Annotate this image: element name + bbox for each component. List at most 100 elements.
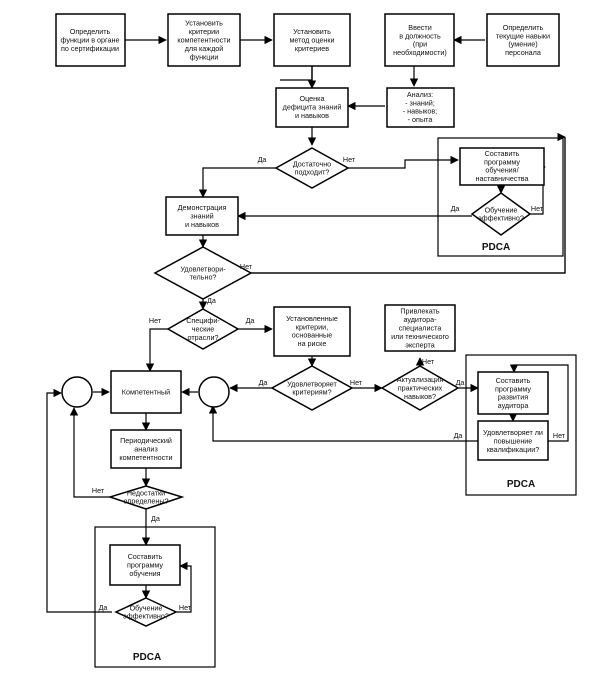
box-assess-gap <box>275 87 349 128</box>
meets-improvement-line: повышение <box>494 437 533 446</box>
periodic-analysis-line: анализ <box>134 445 158 454</box>
define-functions-line: Определить <box>70 27 111 36</box>
analysis-line: Анализ: <box>407 90 433 99</box>
box-engage-expert <box>384 304 456 352</box>
set-criteria-line: для каждой <box>185 44 224 53</box>
label-yes-sufficient: Да <box>258 155 267 164</box>
update-skills-line: Актуализация <box>397 375 444 384</box>
effective-1-line: Обучение <box>485 205 518 214</box>
text-satisfactory: Удовлетвори-тельно? <box>180 264 226 281</box>
meets-criteria-line: критериям? <box>292 388 331 397</box>
specific-line: отрасли? <box>188 333 219 342</box>
label-yes-specific: Да <box>246 316 255 325</box>
diamond-meets-criteria <box>270 365 354 411</box>
introduce-position-line: (при <box>413 40 427 49</box>
pdca-frame-3 <box>94 526 216 668</box>
make-program-2-line: программу <box>127 561 163 570</box>
risk-criteria-line: на риске <box>298 339 327 348</box>
risk-criteria-line: Установленные <box>286 314 338 323</box>
make-program-1-line: Составить <box>485 149 520 158</box>
box-define-functions <box>55 13 126 67</box>
demonstrate-line: знаний <box>190 212 213 221</box>
box-make-program-2 <box>109 544 181 586</box>
engage-expert-line: Привлекать <box>400 307 439 316</box>
update-skills-line: практических <box>398 384 443 393</box>
box-demonstrate <box>165 196 239 236</box>
label-no-gaps-found: Нет <box>92 486 105 495</box>
introduce-position-line: необходимости) <box>393 48 447 57</box>
analysis-line: - навыков; <box>403 107 437 116</box>
box-set-criteria <box>167 13 241 67</box>
set-criteria-line: Установить <box>185 19 223 28</box>
meets-improvement-line: квалификации? <box>487 445 539 454</box>
make-program-2-line: обучения <box>129 569 160 578</box>
diamond-gaps-found <box>107 485 185 510</box>
label-no-meets-criteria: Нет <box>350 378 363 387</box>
satisfactory-line: тельно? <box>190 273 217 282</box>
label-yes-gaps-found: Да <box>151 514 160 523</box>
set-criteria-line: критерии <box>189 27 219 36</box>
demonstrate-line: и навыков <box>185 220 219 229</box>
label-no-sufficient: Нет <box>343 155 356 164</box>
box-meets-improvement <box>477 420 549 461</box>
diamond-effective-2 <box>114 597 178 627</box>
define-skills-line: Определить <box>503 23 544 32</box>
assess-gap-line: и навыков <box>295 111 329 120</box>
specific-line: ческие <box>192 325 215 334</box>
define-functions-line: функции в органе <box>61 36 120 45</box>
set-criteria-line: функции <box>190 52 219 61</box>
set-method-line: метод оценки <box>289 36 334 45</box>
box-risk-criteria <box>273 306 351 357</box>
meets-improvement-line: Удовлетворяет ли <box>483 428 543 437</box>
assess-gap-line: дефицита знаний <box>283 103 342 112</box>
box-analysis <box>386 87 455 128</box>
auditor-program-line: аудитора <box>498 401 529 410</box>
diamond-specific <box>166 308 240 350</box>
diamond-satisfactory <box>153 246 253 300</box>
auditor-program-line: программу <box>495 384 531 393</box>
box-periodic-analysis <box>110 429 182 469</box>
engage-expert-line: специалиста <box>399 324 442 333</box>
periodic-analysis-line: компетентности <box>119 453 172 462</box>
junction-circle-left <box>61 376 93 408</box>
text-analysis: Анализ:- знаний;- навыков;- опыта <box>403 90 437 124</box>
label-no-update-skills: Нет <box>422 357 435 366</box>
label-no-specific: Нет <box>149 316 162 325</box>
gaps-found-line: определены? <box>123 497 168 506</box>
pdca-frame-1 <box>437 137 564 257</box>
label-no-satisfactory: Нет <box>240 262 253 271</box>
set-method-line: Установить <box>293 27 331 36</box>
pdca-caption-3: PDCA <box>133 652 161 663</box>
define-skills-line: текущие навыки <box>496 31 550 40</box>
connectors <box>46 35 570 613</box>
define-functions-line: по сертификации <box>61 44 119 53</box>
make-program-1-line: обучения/ <box>485 166 518 175</box>
box-set-method <box>273 13 351 67</box>
label-no-meets-improvement: Нет <box>553 431 566 440</box>
box-competent <box>110 370 182 414</box>
branch-labels: Да Нет Да Нет Нет Да Нет Да Да Нет Да Не… <box>92 155 566 612</box>
analysis-line: - знаний; <box>405 98 435 107</box>
auditor-program-line: Составить <box>496 376 531 385</box>
